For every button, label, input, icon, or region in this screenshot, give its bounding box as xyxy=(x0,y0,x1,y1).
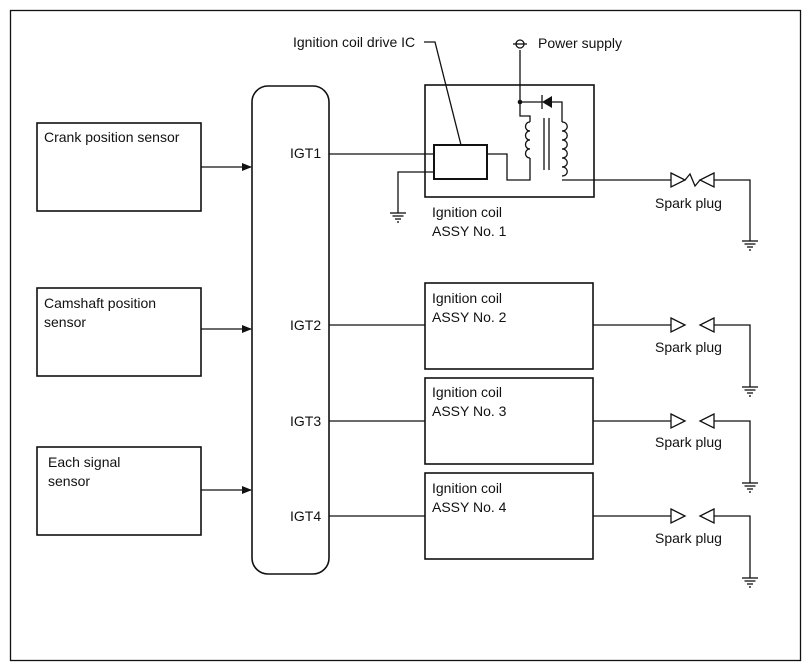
spark-plug-2-right-electrode xyxy=(698,316,715,334)
primary-coil xyxy=(524,121,531,159)
camshaft-sensor-box xyxy=(36,287,202,377)
spark-plug-3-right-electrode xyxy=(698,412,715,430)
diagram-frame xyxy=(9,9,802,662)
coil-4-label-1: Ignition coil xyxy=(432,480,502,496)
spark-plug-1-left-electrode xyxy=(670,171,687,189)
spark-plug-3-label: Spark plug xyxy=(655,434,722,450)
primary-wire xyxy=(487,153,531,181)
drive-ic-ground-wire xyxy=(397,171,434,208)
spark-plug-2-label: Spark plug xyxy=(655,339,722,355)
coil-1-label-1: Ignition coil xyxy=(432,204,502,220)
power-supply-label: Power supply xyxy=(538,35,622,51)
igt2-label: IGT2 xyxy=(290,317,321,333)
coil-4-box xyxy=(424,472,594,560)
crank-sensor-label: Crank position sensor xyxy=(44,129,180,145)
coil-3-box xyxy=(424,377,594,465)
igt3-label: IGT3 xyxy=(290,413,321,429)
secondary-top-wire xyxy=(551,101,563,122)
spark-plug-3-ground-wire xyxy=(714,420,751,478)
camshaft-sensor-label-2: sensor xyxy=(44,314,86,330)
drive-ic-leader xyxy=(424,41,462,146)
spark-plug-3-left-electrode xyxy=(670,412,687,430)
ecu-block xyxy=(251,85,330,575)
spark-plug-4-right-electrode xyxy=(698,507,715,525)
spark-icon xyxy=(684,172,701,188)
crank-sensor-box xyxy=(36,122,202,212)
camshaft-sensor-label-1: Camshaft position xyxy=(44,295,156,311)
each-signal-sensor-box xyxy=(36,446,202,536)
drive-ic xyxy=(433,144,488,180)
secondary-coil xyxy=(561,121,568,177)
spark-plug-2-ground-wire xyxy=(714,324,751,382)
igt4-label: IGT4 xyxy=(290,508,321,524)
coil-2-box xyxy=(424,282,594,370)
spark-plug-4-ground-wire xyxy=(714,515,751,573)
spark-plug-1-label: Spark plug xyxy=(655,195,722,211)
drive-ic-label: Ignition coil drive IC xyxy=(293,34,415,50)
spark-plug-4-label: Spark plug xyxy=(655,530,722,546)
primary-top-wire xyxy=(519,100,531,122)
spark-plug-1-right-electrode xyxy=(698,171,715,189)
coil-2-label-1: Ignition coil xyxy=(432,290,502,306)
coil-2-label-2: ASSY No. 2 xyxy=(432,309,507,325)
coil-3-label-1: Ignition coil xyxy=(432,384,502,400)
coil-4-label-2: ASSY No. 4 xyxy=(432,499,507,515)
coil-3-label-2: ASSY No. 3 xyxy=(432,403,507,419)
coil-1-label-2: ASSY No. 1 xyxy=(432,223,507,239)
each-signal-sensor-label-1: Each signal xyxy=(48,454,120,470)
spark-plug-1-ground-wire xyxy=(714,179,751,236)
each-signal-sensor-label-2: sensor xyxy=(48,473,90,489)
spark-plug-2-left-electrode xyxy=(670,316,687,334)
spark-plug-4-left-electrode xyxy=(670,507,687,525)
diode-icon xyxy=(542,96,552,108)
igt1-label: IGT1 xyxy=(290,145,321,161)
